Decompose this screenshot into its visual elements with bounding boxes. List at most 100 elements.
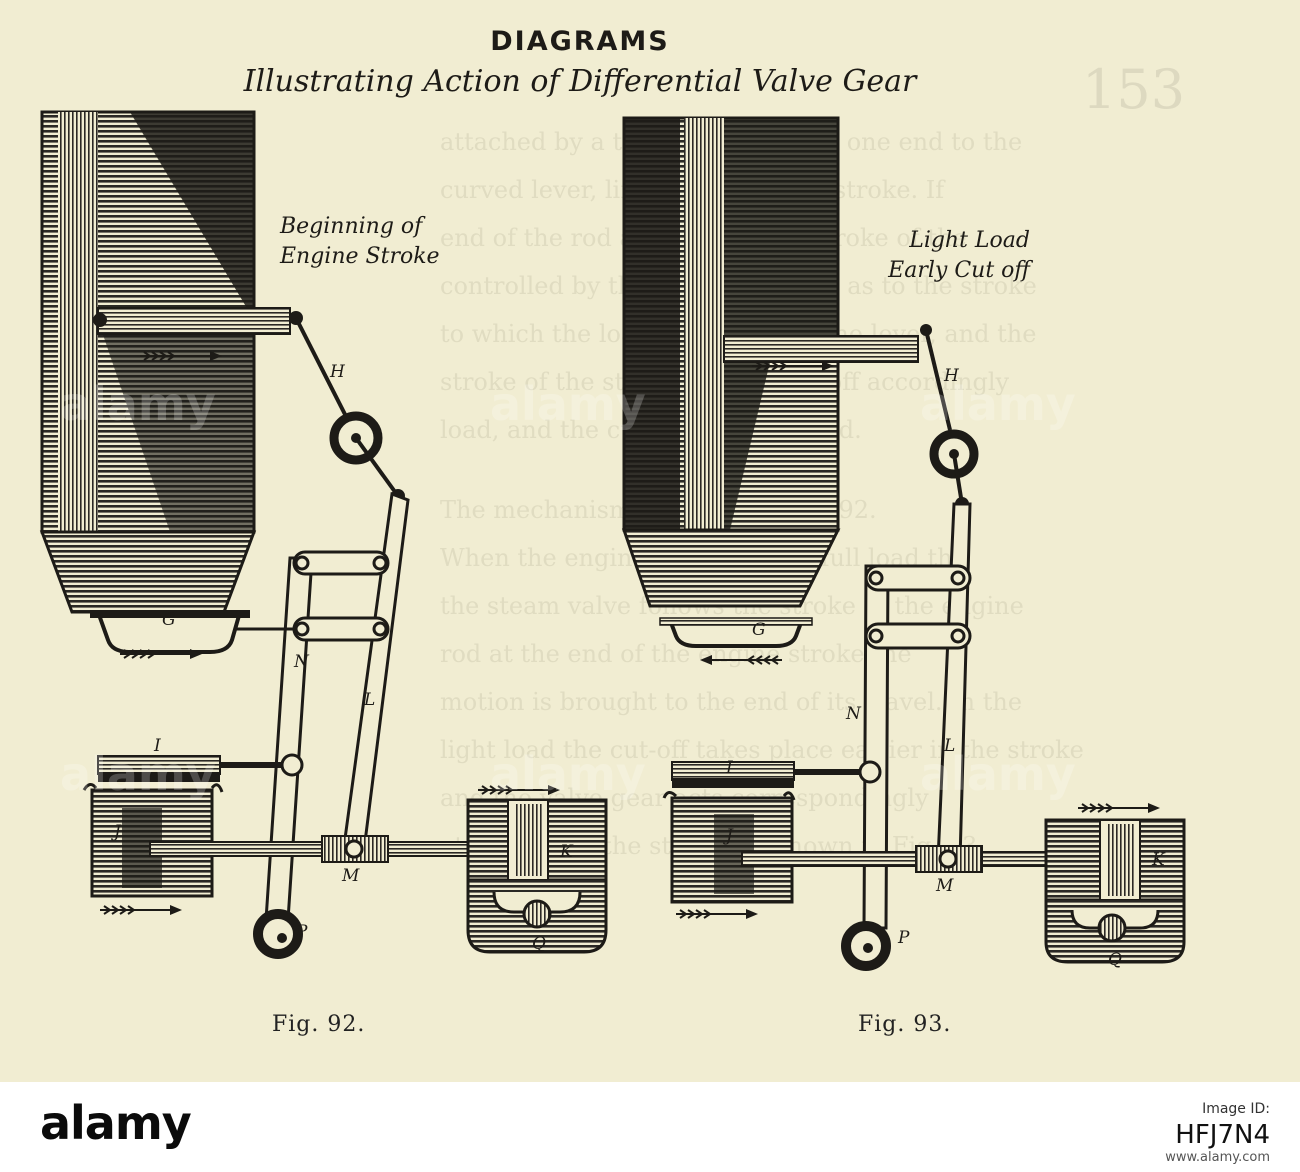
cock-q <box>522 899 552 929</box>
label-j: J <box>114 822 121 842</box>
lever-n <box>264 556 314 922</box>
fig92-annotation-line1: Beginning of <box>280 214 423 239</box>
link-h-lower <box>354 436 400 498</box>
valve-g <box>668 619 804 648</box>
pin <box>868 570 884 586</box>
label-q: Q <box>1108 950 1122 970</box>
alamy-url[interactable]: www.alamy.com <box>1165 1150 1270 1165</box>
lever-l <box>936 502 972 862</box>
relay-piston-shade <box>1106 824 1134 896</box>
lever-n <box>862 564 890 930</box>
fig92-annotation: Beginning of Engine Stroke <box>280 212 440 272</box>
valve-g-flange <box>90 610 250 618</box>
relay-piston-shade <box>514 804 542 876</box>
wheel-p <box>253 909 303 959</box>
fig93-annotation: Light Load Early Cut off <box>852 226 1030 286</box>
fig93-annotation-line2: Early Cut off <box>888 258 1030 283</box>
label-q: Q <box>532 934 546 954</box>
diagram-title: DIAGRAMS <box>490 26 670 57</box>
label-n: N <box>846 704 861 724</box>
piston-rod <box>97 307 291 335</box>
cock-q <box>1097 913 1127 943</box>
arrow-left <box>699 654 783 666</box>
pin <box>294 555 310 571</box>
label-p: P <box>898 928 910 948</box>
link-middle <box>864 622 972 650</box>
pin-m <box>938 849 958 869</box>
watermark-overlay: alamy <box>60 377 216 431</box>
wheel-p-center <box>863 943 873 953</box>
label-j: J <box>726 826 733 846</box>
watermark-overlay: alamy <box>490 377 646 431</box>
lever-l <box>342 491 410 852</box>
valve-i-base <box>672 778 794 788</box>
figure-93 <box>621 116 1186 971</box>
fig93-caption: Fig. 93. <box>858 1012 952 1037</box>
bracket <box>82 783 224 793</box>
main-rod <box>149 841 477 857</box>
arrow-right <box>675 908 759 920</box>
label-i: I <box>154 736 161 756</box>
cylinder-cone <box>621 528 841 608</box>
valve-g-flange <box>659 617 813 626</box>
label-h: H <box>944 366 959 386</box>
pin <box>372 555 388 571</box>
pin-n <box>280 753 304 777</box>
label-m: M <box>936 876 954 896</box>
pin-m <box>344 839 364 859</box>
ghost-line: rod at the end of the engine stroke the <box>440 640 912 668</box>
pin-n <box>858 760 882 784</box>
label-l: L <box>944 736 956 756</box>
rod-pivot-left <box>93 313 107 327</box>
label-k: K <box>1152 850 1165 870</box>
steam-region-lower <box>98 320 254 532</box>
link-upper <box>864 564 972 592</box>
cylinder-wall-shading <box>684 118 724 530</box>
label-l: L <box>364 690 376 710</box>
watermark-overlay: alamy <box>490 747 646 801</box>
fig92-annotation-line2: Engine Stroke <box>280 244 440 269</box>
link-upper <box>292 550 390 576</box>
piston-rod <box>723 335 919 363</box>
valve-g <box>95 610 243 654</box>
ghost-line: motion is brought to the end of its trav… <box>440 688 1023 716</box>
arrow-right <box>99 904 183 916</box>
label-g: G <box>752 620 766 640</box>
cylinder-wall-shading <box>58 112 98 532</box>
diagram-subtitle: Illustrating Action of Differential Valv… <box>243 64 917 99</box>
label-m: M <box>342 866 360 886</box>
watermark-overlay: alamy <box>920 377 1076 431</box>
cylinder-cone <box>39 530 257 614</box>
watermark-overlay: alamy <box>60 747 216 801</box>
fig92-caption: Fig. 92. <box>272 1012 366 1037</box>
pin <box>372 621 388 637</box>
watermark-band <box>0 1082 1300 1172</box>
arrow-right <box>1077 802 1161 814</box>
valve-i <box>671 761 795 781</box>
wheel-p-center <box>277 933 287 943</box>
steam-region <box>98 112 254 320</box>
link-h-lower <box>952 453 964 505</box>
label-n: N <box>294 652 309 672</box>
valve-i-base <box>98 772 220 782</box>
diagram-drawing: alamy alamy alamy alamy alamy alamy <box>39 110 1186 971</box>
watermark-overlay: alamy <box>920 747 1076 801</box>
image-id-label: Image ID: <box>1202 1101 1270 1117</box>
link-h <box>924 329 952 431</box>
pin <box>868 628 884 644</box>
page-number: 153 <box>1082 58 1186 121</box>
alamy-logo[interactable]: alamy <box>40 1096 192 1150</box>
label-g: G <box>162 610 176 630</box>
pin <box>950 628 966 644</box>
label-i: I <box>726 758 733 778</box>
book-page: attached by a thin rod pivoted at one en… <box>39 26 1186 1037</box>
label-k: K <box>560 842 573 862</box>
cylinder-shadow <box>624 118 680 530</box>
figure-92 <box>39 110 608 959</box>
image-id: HFJ7N4 <box>1175 1120 1270 1150</box>
main-rod <box>741 851 1073 867</box>
steam-region <box>724 118 838 530</box>
pin <box>950 570 966 586</box>
ghost-line: light load the cut-off takes place earli… <box>440 736 1084 764</box>
